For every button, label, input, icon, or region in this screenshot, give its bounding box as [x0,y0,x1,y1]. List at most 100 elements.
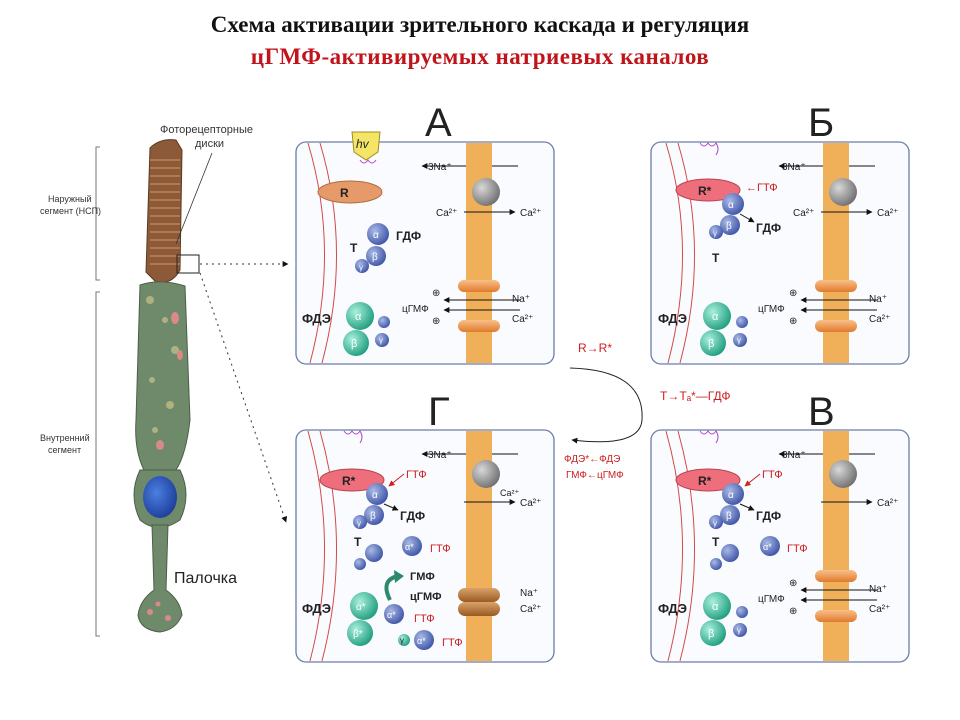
svg-text:γ: γ [357,519,361,528]
rod-label: Палочка [174,570,237,587]
svg-text:цГМФ: цГМФ [410,591,442,603]
svg-text:Ca²⁺: Ca²⁺ [793,208,814,219]
svg-text:Ca²⁺: Ca²⁺ [877,208,898,219]
exchanger [472,178,500,206]
photoreceptor-discs-label-1: Фоторецепторные [160,124,253,136]
svg-text:Т: Т [354,535,362,549]
discs-pointer-line [175,152,213,245]
svg-text:R*: R* [342,474,356,488]
inner-segment-label-1: Внутренний [40,433,90,443]
svg-text:Ca²⁺: Ca²⁺ [877,498,898,509]
svg-text:⊕: ⊕ [789,578,797,589]
svg-text:Na⁺: Na⁺ [869,584,887,595]
outer-segment-bracket [95,146,100,281]
svg-text:hv: hv [356,137,370,151]
svg-text:⊕: ⊕ [432,288,440,299]
svg-text:Ca²⁺: Ca²⁺ [520,208,541,219]
panel-g: R* ГТФ α β γ ГДФ Т α* ГТФ ГМФ цГМФ α* β*… [295,429,555,663]
svg-text:γ: γ [737,336,741,345]
svg-text:α*: α* [405,542,414,552]
transducin-beta [366,246,386,266]
svg-text:α: α [355,311,362,323]
svg-text:⊕: ⊕ [789,316,797,327]
svg-text:ФДЭ: ФДЭ [658,311,687,326]
svg-text:ГТФ: ГТФ [762,469,783,481]
step-cgmp: ГМФ←цГМФ [566,470,624,481]
rod-synaptic-terminal [137,524,183,633]
svg-text:β: β [726,221,732,232]
svg-text:3Na⁺: 3Na⁺ [428,450,452,461]
light-quantum [351,131,381,161]
svg-text:α: α [728,490,734,501]
panel-letter-g: Г [428,390,450,434]
cgmp-channel-closed-bottom [458,602,500,616]
svg-text:ФДЭ: ФДЭ [302,311,331,326]
svg-text:ГТФ: ГТФ [787,543,808,555]
svg-text:γ: γ [713,229,717,238]
svg-text:ГДФ: ГДФ [400,509,425,523]
svg-text:α: α [728,200,734,211]
svg-text:γ: γ [379,336,383,345]
svg-text:Na⁺: Na⁺ [512,294,530,305]
svg-text:R*: R* [698,184,712,198]
cgmp-channel-closed-top [458,588,500,602]
svg-text:3Na⁺: 3Na⁺ [782,450,806,461]
svg-text:β: β [708,338,714,350]
pde-alpha [346,302,374,330]
svg-text:Ca²⁺: Ca²⁺ [500,488,520,498]
svg-text:ГДФ: ГДФ [756,221,781,235]
svg-text:Т: Т [350,241,358,255]
transducin-alpha [367,223,389,245]
pde-beta [343,330,369,356]
svg-text:ГМФ: ГМФ [410,571,435,583]
svg-text:β: β [708,628,714,640]
title-line-1: Схема активации зрительного каскада и ре… [210,12,750,37]
svg-text:ГДФ: ГДФ [396,229,421,243]
panel-b: R* ←ГТФ α β γ ГДФ Т α β γ ФДЭ 3Na⁺ Ca²⁺ … [650,141,910,365]
svg-text:⊕: ⊕ [789,288,797,299]
svg-text:β: β [372,252,378,263]
outer-segment-label-2: сегмент (НСП) [40,206,101,216]
transducin-gamma [355,259,369,273]
photoreceptor-discs [150,159,180,265]
svg-text:γ: γ [359,263,363,272]
panel-letter-v: В [808,390,835,434]
svg-text:Т: Т [712,251,720,265]
rhodopsin [317,180,383,204]
svg-text:α*: α* [417,636,426,646]
svg-text:β: β [351,338,357,350]
svg-text:3Na⁺: 3Na⁺ [428,162,452,173]
svg-text:Ca²⁺: Ca²⁺ [512,314,533,325]
svg-text:⊕: ⊕ [789,606,797,617]
svg-text:цГМФ: цГМФ [758,304,785,315]
svg-text:α*: α* [356,602,366,613]
svg-text:ГТФ: ГТФ [406,469,427,481]
svg-text:α: α [372,490,378,501]
svg-text:γ: γ [737,626,741,635]
svg-text:γ: γ [713,519,717,528]
rod-inner-segment [135,281,191,471]
inner-segment-label-2: сегмент [48,445,81,455]
step-pde: ФДЭ*←ФДЭ [564,454,620,465]
svg-text:α: α [712,601,719,613]
panel-a: hv R α β γ ГДФ Т α β γ ФДЭ 3Na⁺ Ca²⁺ Ca²… [295,131,555,365]
svg-text:←ГТФ: ←ГТФ [746,182,778,194]
panel-v: R* ГТФ α β γ ГДФ Т α* ГТФ α β γ ФДЭ 3Na⁺… [650,429,910,663]
svg-text:β: β [726,511,732,522]
svg-text:Ca²⁺: Ca²⁺ [869,314,890,325]
svg-text:R*: R* [698,474,712,488]
svg-text:Ca²⁺: Ca²⁺ [869,604,890,615]
svg-text:α: α [712,311,719,323]
cgmp-channel-bottom [458,320,500,332]
panel-letter-a: А [425,101,452,145]
svg-text:ФДЭ: ФДЭ [658,601,687,616]
svg-text:⊕: ⊕ [432,316,440,327]
svg-text:ГТФ: ГТФ [414,613,435,625]
svg-text:ФДЭ: ФДЭ [302,601,331,616]
cycle-arrow [569,367,643,444]
svg-text:Т: Т [712,535,720,549]
cgmp-channel-top [458,280,500,292]
svg-text:цГМФ: цГМФ [758,594,785,605]
svg-text:α*: α* [763,542,772,552]
